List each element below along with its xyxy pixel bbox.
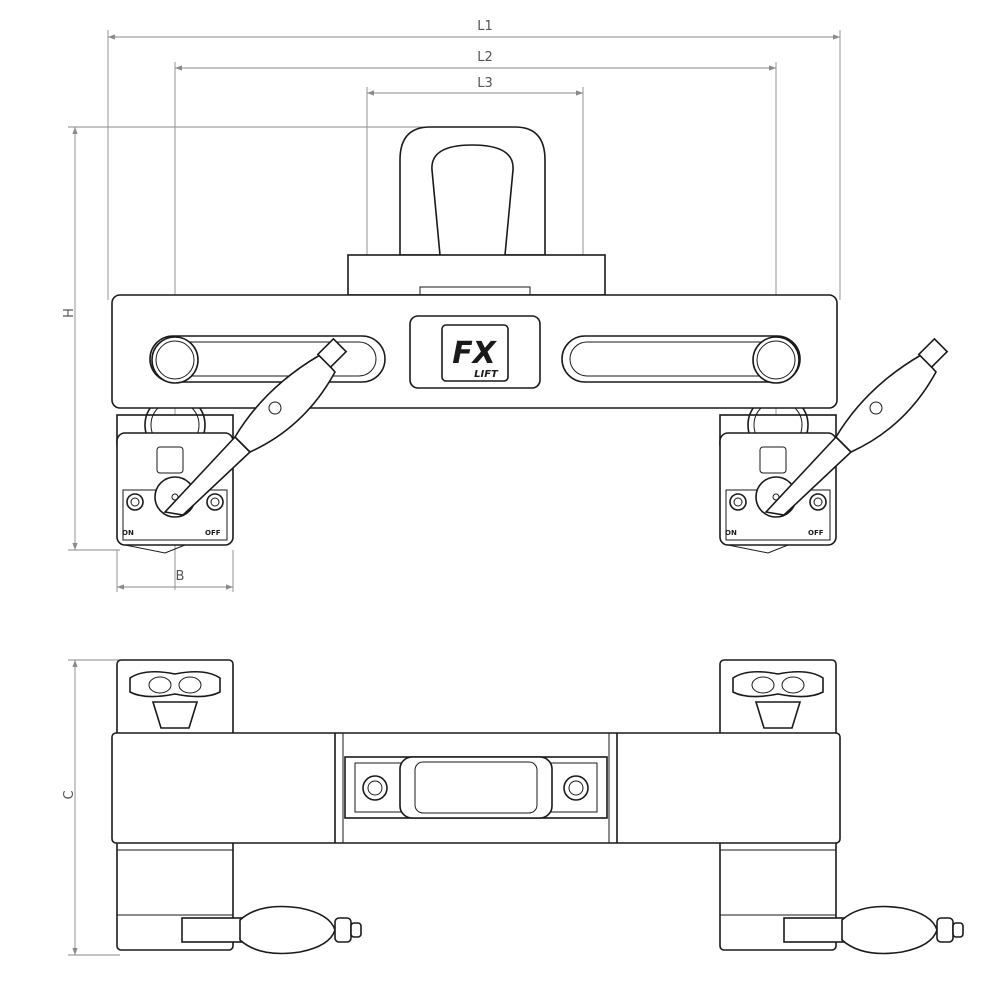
svg-text:OFF: OFF (808, 529, 824, 537)
svg-text:FX: FX (452, 336, 497, 371)
dimension-label-c: C (62, 790, 77, 799)
dimension-label-l1: L1 (477, 19, 493, 34)
switch-labels-left: ON OFF (122, 529, 221, 537)
dimension-L1: L1 (107, 19, 841, 300)
eye-base-block (347, 254, 606, 296)
dimension-H: H (62, 126, 470, 551)
roller-right (752, 336, 800, 384)
dimension-label-h: H (62, 308, 77, 318)
dimension-label-l3: L3 (477, 76, 493, 91)
dimension-B: B (116, 550, 234, 592)
fx-lift-logo: FX LIFT (441, 324, 509, 382)
lifting-eye-top (399, 756, 553, 819)
svg-text:ON: ON (122, 529, 134, 537)
roller-left (151, 336, 199, 384)
dimension-label-l2: L2 (477, 50, 493, 65)
svg-text:OFF: OFF (205, 529, 221, 537)
svg-text:ON: ON (725, 529, 737, 537)
dimension-C: C (62, 659, 120, 956)
svg-text:LIFT: LIFT (474, 369, 499, 380)
logo-plate (409, 315, 541, 389)
top-view (111, 659, 964, 955)
switch-labels-right: ON OFF (725, 529, 824, 537)
front-view: FX LIFT ON OFF ON OFF (111, 126, 948, 554)
slot-left (149, 335, 386, 383)
slot-right (561, 335, 801, 383)
dimension-label-b: B (176, 569, 185, 584)
